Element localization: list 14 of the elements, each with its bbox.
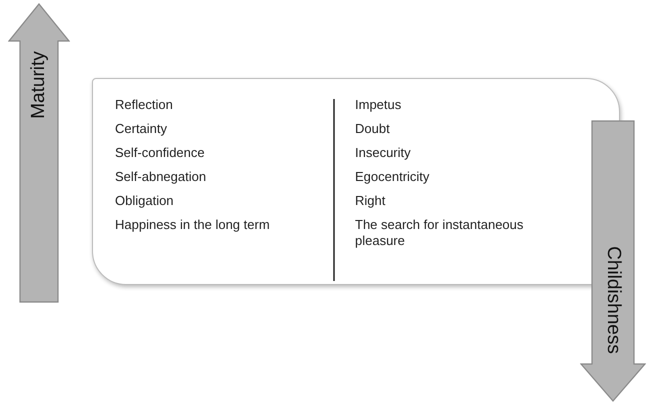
list-item: Egocentricity xyxy=(355,169,430,185)
list-item: Impetus xyxy=(355,97,402,113)
list-item: Obligation xyxy=(115,193,175,209)
list-item: Right xyxy=(355,193,386,209)
list-item: The search for instantaneous pleasure xyxy=(355,217,524,249)
list-item: Certainty xyxy=(115,121,168,137)
list-item: Insecurity xyxy=(355,145,412,161)
list-item: Self-confidence xyxy=(115,145,206,161)
list-item: Reflection xyxy=(115,97,174,113)
list-item: Doubt xyxy=(355,121,391,137)
arrow-label: Maturity xyxy=(28,51,50,119)
arrow-label: Childishness xyxy=(602,246,624,354)
list-item: Self-abnegation xyxy=(115,169,208,185)
list-item: Happiness in the long term xyxy=(115,217,271,233)
